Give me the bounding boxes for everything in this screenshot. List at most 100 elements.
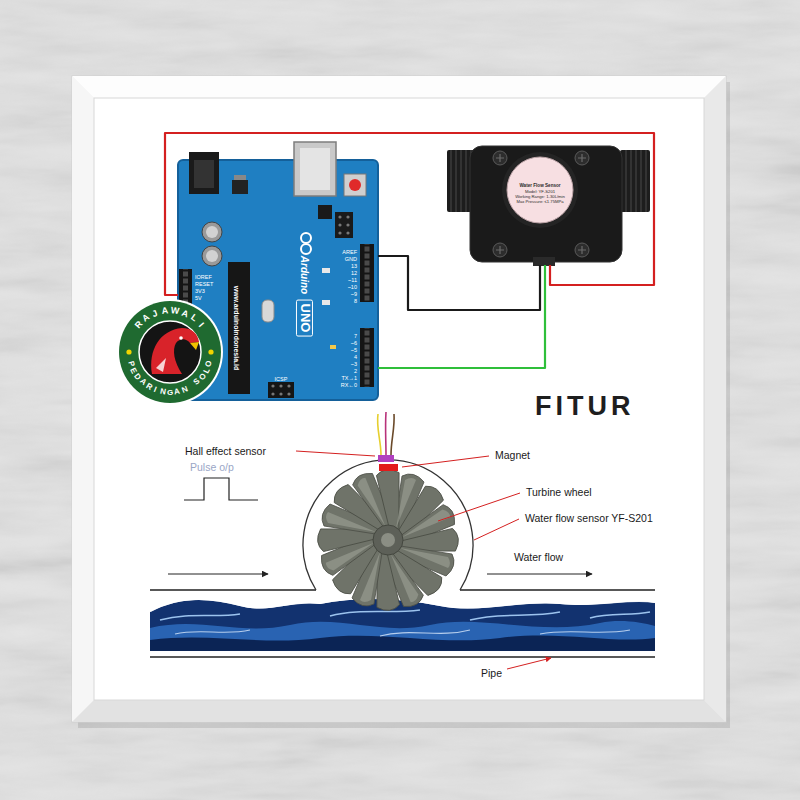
icsp-header	[335, 212, 353, 238]
callout-label-holder: Turbine wheel	[526, 483, 592, 499]
sensor-wire	[391, 414, 394, 455]
turbine-wheel	[381, 533, 395, 547]
watermark-letter: N	[159, 388, 166, 397]
pin-label: 5V	[195, 296, 202, 302]
usb-port	[294, 142, 336, 196]
pin-label: ~10	[348, 285, 357, 291]
digital-header	[360, 328, 374, 387]
pin-label: ~5	[351, 348, 357, 354]
arduino-board-drawing	[360, 244, 374, 302]
pulse-wave	[184, 478, 258, 500]
pin-label: IOREF	[195, 275, 212, 281]
arduino-board-drawing	[300, 148, 330, 190]
eagle-eye	[179, 336, 183, 340]
sensor-spec-holder: Max Pressure: ≤1.75MPa	[516, 190, 563, 206]
sensor-spec-holder: Working Range: 1-30L/min	[515, 185, 565, 201]
hall-sensor	[378, 455, 394, 462]
smd-part	[322, 300, 330, 305]
smd-part	[322, 268, 330, 273]
watermark-letter: A	[180, 308, 189, 319]
pin-label: ~6	[351, 341, 357, 347]
arduino-board-drawing	[178, 160, 378, 400]
pin-label: ICSP	[275, 377, 288, 383]
pipe-wall	[150, 656, 655, 658]
screw	[575, 243, 589, 257]
watermark-letter	[188, 383, 194, 391]
picture-frame	[78, 82, 730, 728]
thread	[626, 150, 646, 212]
wire-connector	[533, 257, 555, 266]
watermark-letter: I	[197, 321, 205, 329]
flow-arrow	[168, 574, 268, 575]
callout-label: Water flow sensor YF-S201	[525, 512, 653, 524]
pin-label-holder: ~9	[351, 283, 357, 299]
callout-label-holder: Magnet	[495, 446, 530, 462]
logo-dot	[208, 349, 213, 354]
arduino-board-drawing	[232, 180, 248, 194]
thread	[451, 150, 471, 212]
arduino-board-drawing	[271, 392, 274, 395]
arduino-board-drawing	[349, 179, 361, 191]
sensor-wire	[378, 414, 381, 455]
callout-label-holder: Hall effect sensor	[185, 442, 266, 458]
leader-line	[474, 519, 519, 540]
icsp-header	[268, 382, 294, 398]
pin-label: 4	[354, 355, 357, 361]
watermark-letter: J	[151, 309, 159, 319]
pin-label-holder: ICSP	[275, 368, 288, 384]
water	[160, 610, 650, 620]
pin-label-holder: IOREF	[195, 266, 212, 282]
usb-chip	[318, 205, 332, 219]
board-model-holder: UNO	[296, 300, 314, 337]
arduino-board-drawing	[279, 392, 282, 395]
arduino-board-drawing	[178, 142, 378, 400]
eagle-beak	[190, 342, 199, 350]
water	[150, 635, 655, 651]
pin-label-holder: ~11	[348, 269, 357, 285]
arduino-board-drawing	[206, 250, 218, 262]
pin-label-holder: TX→1	[341, 367, 357, 383]
arduino-board-drawing	[206, 226, 218, 238]
callout-label-holder: Water flow	[514, 548, 563, 564]
flow-sensor-drawing	[578, 154, 586, 162]
pin-label-holder: 5V	[195, 287, 202, 303]
sensor-title-holder: Water Flow Sensor	[519, 174, 560, 190]
watermark-letter: R	[134, 320, 145, 331]
eagle	[151, 328, 199, 374]
turbine-wheel	[324, 529, 373, 578]
watermark-letter: N	[181, 385, 189, 395]
pin-label-holder: RESET	[195, 273, 213, 289]
flow-sensor-drawing	[502, 152, 578, 228]
logo-dot	[126, 349, 131, 354]
turbine-wheel	[373, 525, 403, 555]
pin-label-holder: 3V3	[195, 280, 205, 296]
title-holder: FITUR	[535, 391, 634, 422]
pin-label-holder: 7	[354, 325, 357, 341]
callout-label: Hall effect sensor	[185, 445, 266, 457]
wire	[378, 265, 545, 368]
pin-label-holder: 12	[351, 262, 357, 278]
arduino-board-drawing	[338, 231, 341, 234]
sensor-title: Water Flow Sensor	[519, 183, 560, 188]
chip-print: www.arduinoindonesia.id	[232, 286, 240, 371]
wire	[378, 256, 540, 310]
arduino-logo	[301, 244, 311, 254]
pin-label-holder: 8	[354, 290, 357, 306]
picture-frame	[72, 76, 94, 722]
water	[175, 630, 630, 636]
arduino-board-drawing	[346, 231, 349, 234]
main-chip	[228, 262, 250, 394]
turbine-wheel	[360, 552, 380, 602]
picture-frame	[72, 76, 730, 728]
arduino-board-drawing	[194, 160, 214, 188]
pin-label: 2	[354, 369, 357, 375]
turbine-wheel	[400, 548, 450, 568]
arduino-board-drawing	[360, 328, 374, 387]
sensor-spec-holder: Model: YF-S201	[525, 180, 555, 196]
callout-label: Magnet	[495, 449, 530, 461]
flow-sensor-drawing	[578, 246, 586, 254]
